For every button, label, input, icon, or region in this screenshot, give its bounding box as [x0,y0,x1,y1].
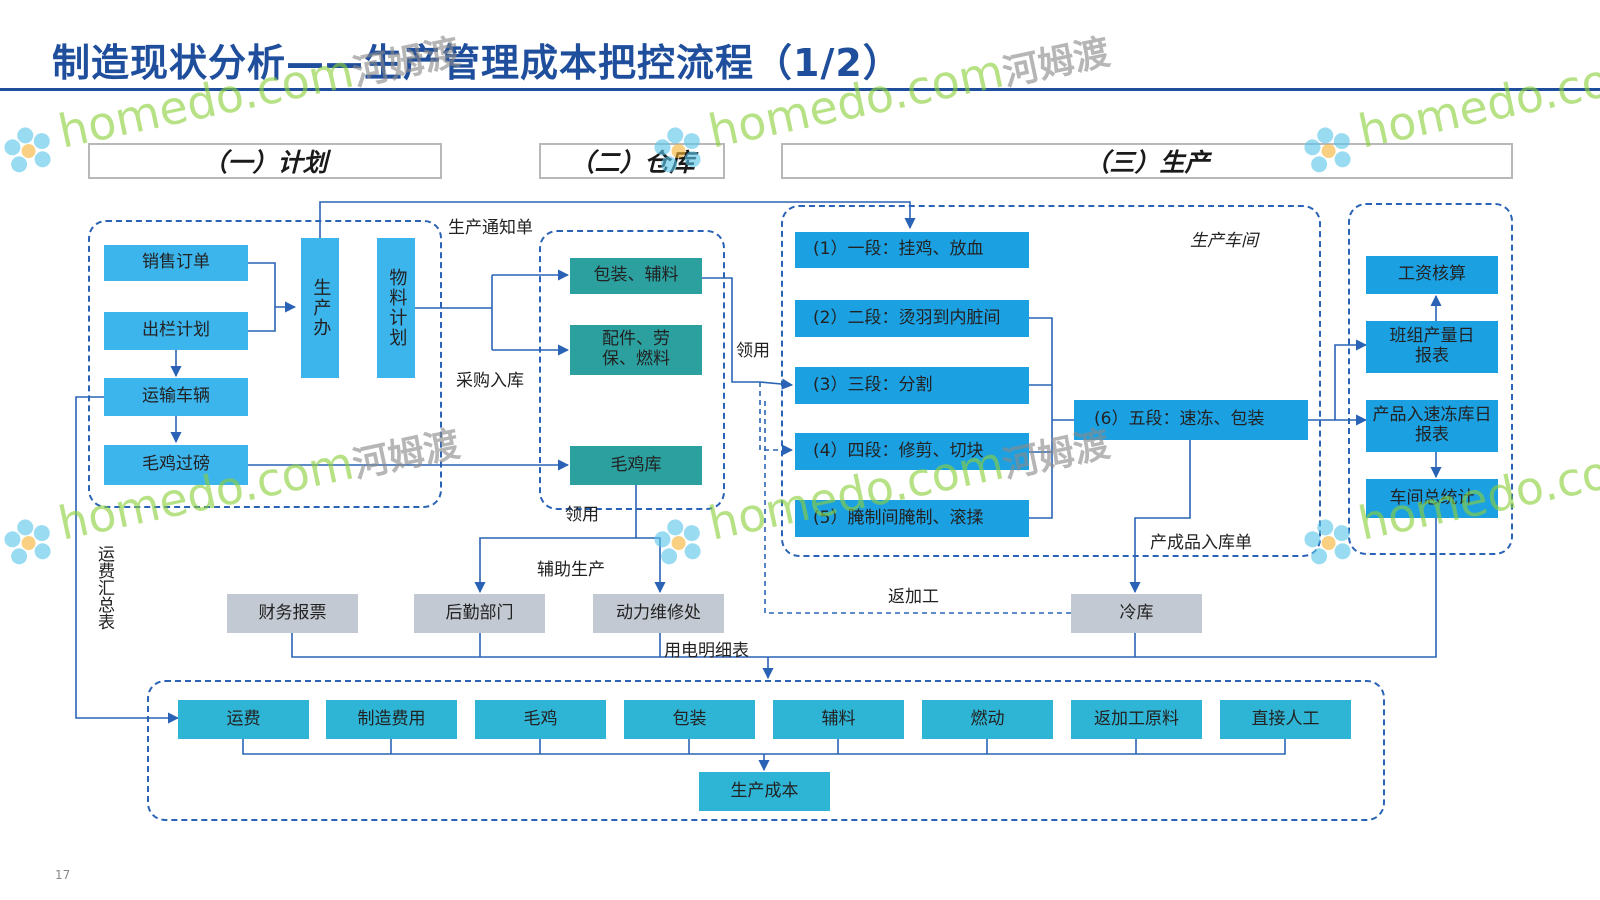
stage-4-box: (4）四段：修剪、切块 [795,433,1029,470]
label-finished-in: 产成品入库单 [1150,533,1252,553]
chicken-weighing-box: 毛鸡过磅 [104,445,248,485]
stage-6-box: (6）五段：速冻、包装 [1074,400,1308,440]
cost-item: 毛鸡 [475,700,606,739]
sales-order-box: 销售订单 [104,245,248,281]
stage-2-box: (2）二段：烫羽到内脏间 [795,300,1029,337]
logistics-box: 后勤部门 [414,594,545,633]
title-rule [0,88,1600,91]
parts-box: 配件、劳保、燃料 [570,325,702,375]
transport-vehicle-box: 运输车辆 [104,378,248,416]
label-aux-production: 辅助生产 [537,560,605,580]
stage-3-box: (3）三段：分割 [795,367,1029,404]
cost-group [147,680,1385,821]
cold-store-box: 冷库 [1071,594,1202,633]
cost-item: 返加工原料 [1071,700,1202,739]
product-freezer-box: 产品入速冻库日报表 [1366,400,1498,452]
packaging-box: 包装、辅料 [570,258,702,294]
finance-report-box: 财务报票 [227,594,358,633]
page-number: 17 [55,868,71,882]
label-production-notice: 生产通知单 [448,218,533,238]
label-electricity: 用电明细表 [664,641,749,661]
label-purchase-in: 采购入库 [456,371,524,391]
reports-group [1348,203,1513,555]
chicken-store-box: 毛鸡库 [570,446,702,485]
stage-1-box: (1）一段：挂鸡、放血 [795,232,1029,268]
page-title: 制造现状分析——生产管理成本把控流程（1/2） [52,41,902,85]
label-freight-summary: 运费汇总表 [94,545,114,630]
material-plan-box: 物料计划 [377,238,415,378]
plan-group [88,220,442,508]
cost-item: 直接人工 [1220,700,1351,739]
slaughter-plan-box: 出栏计划 [104,312,248,350]
cost-item: 运费 [178,700,309,739]
production-office-box: 生产办 [301,238,339,378]
workshop-label: 生产车间 [1190,231,1258,251]
section-plan: （一）计划 [88,143,442,179]
label-rework: 返加工 [888,587,939,607]
production-cost-box: 生产成本 [699,772,830,811]
section-warehouse: （二）仓库 [539,143,725,179]
cost-item: 制造费用 [326,700,457,739]
warehouse-group [539,230,725,510]
stage-5-box: (5）腌制间腌制、滚揉 [795,500,1029,537]
cost-item: 辅料 [773,700,904,739]
workshop-summary-box: 车间总统计 [1366,479,1498,518]
power-repair-box: 动力维修处 [593,594,724,633]
wage-accounting-box: 工资核算 [1366,256,1498,294]
section-production: （三）生产 [781,143,1513,179]
label-receive-2: 领用 [565,505,599,525]
cost-item: 包装 [624,700,755,739]
team-output-box: 班组产量日报表 [1366,321,1498,373]
label-receive-1: 领用 [736,341,770,361]
cost-item: 燃动 [922,700,1053,739]
